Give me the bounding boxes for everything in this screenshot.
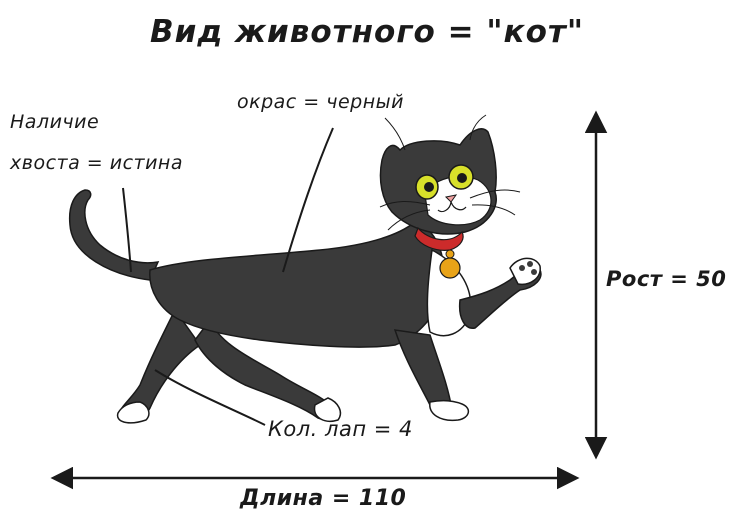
label-tail-line1: Наличие (10, 111, 100, 133)
label-paws: Кол. лап = 4 (268, 417, 413, 441)
diagram-title: Вид животного = "кот" (150, 14, 585, 50)
pointer-tail (122, 187, 132, 273)
pointer-paws (154, 369, 266, 426)
label-height: Рост = 50 (606, 267, 727, 291)
cat-back-leg-left (117, 308, 202, 420)
cat-tail (68, 189, 160, 281)
cat-body (149, 221, 445, 348)
label-coat: окрас = черный (237, 91, 404, 113)
cat-nose (444, 194, 458, 203)
cat-front-leg (393, 329, 453, 413)
label-length: Длина = 110 (240, 486, 407, 511)
cat-illustration (68, 114, 542, 424)
label-tail-line2: хвоста = истина (10, 152, 183, 174)
pointer-coat (282, 127, 334, 273)
cat-bell (439, 257, 461, 279)
cat-collar (414, 226, 464, 251)
